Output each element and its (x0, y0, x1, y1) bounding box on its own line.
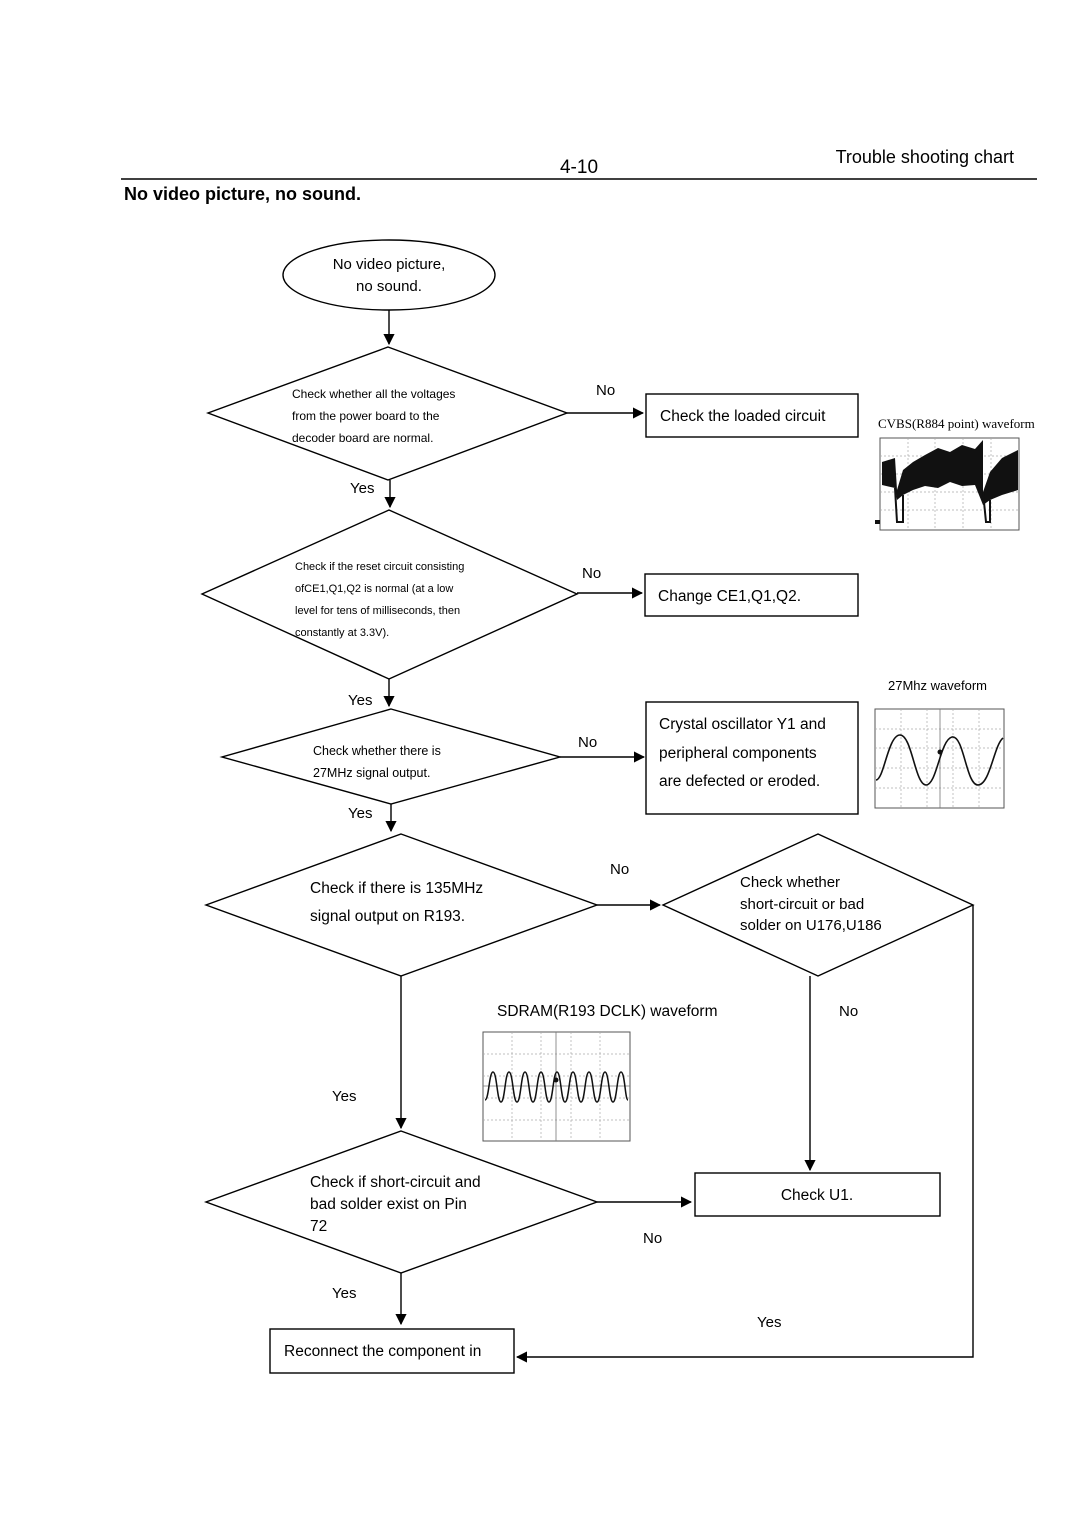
decision-reset-circuit-line3: level for tens of milliseconds, then (295, 605, 460, 617)
action-change-components (644, 573, 859, 617)
decision-pin72-line1: Check if short-circuit and (310, 1174, 481, 1191)
start-node-line1: No video picture, (333, 256, 446, 273)
decision-voltages-line1: Check whether all the voltages (292, 387, 455, 401)
label-d2-yes: Yes (348, 692, 372, 709)
action-reconnect-component-text: Reconnect the component in (284, 1343, 481, 1360)
action-crystal-oscillator-line2: peripheral components (659, 745, 817, 762)
arrow-d5-yes (515, 905, 974, 1363)
sdram-waveform-image (482, 1031, 631, 1142)
decision-135mhz (203, 833, 600, 977)
label-d4-yes: Yes (332, 1088, 356, 1105)
label-d1-yes: Yes (350, 480, 374, 497)
decision-reset-circuit-line4: constantly at 3.3V). (295, 627, 389, 639)
decision-135mhz-line2: signal output on R193. (310, 908, 465, 925)
decision-pin72-line3: 72 (310, 1218, 327, 1235)
cvbs-waveform-caption: CVBS(R884 point) waveform (878, 416, 1035, 431)
action-check-u1-text: Check U1. (781, 1187, 853, 1204)
chart-title: Trouble shooting chart (836, 147, 1014, 167)
label-d4-no: No (610, 861, 629, 878)
label-d6-yes: Yes (332, 1285, 356, 1302)
cvbs-waveform-image (875, 437, 1020, 531)
decision-reset-circuit-line1: Check if the reset circuit consisting (295, 561, 464, 573)
decision-pin72-line2: bad solder exist on Pin (310, 1196, 467, 1213)
page-number: 4-10 (560, 157, 598, 178)
label-d6-no: No (643, 1230, 662, 1247)
label-d3-no: No (578, 734, 597, 751)
decision-27mhz-line1: Check whether there is (313, 744, 441, 758)
start-node-line2: no sound. (356, 278, 422, 295)
label-d3-yes: Yes (348, 805, 372, 822)
decision-voltages-line2: from the power board to the (292, 409, 440, 423)
decision-reset-circuit-line2: ofCE1,Q1,Q2 is normal (at a low (295, 583, 453, 595)
decision-27mhz-line2: 27MHz signal output. (313, 766, 430, 780)
decision-short-circuit-u176 (661, 833, 975, 977)
start-node (282, 239, 496, 311)
action-crystal-oscillator-line1: Crystal oscillator Y1 and (659, 716, 826, 733)
label-d5-yes: Yes (757, 1314, 781, 1331)
decision-135mhz-line1: Check if there is 135MHz (310, 880, 483, 897)
decision-short-circuit-u176-line2: short-circuit or bad (740, 896, 864, 913)
action-reconnect-component (269, 1328, 515, 1374)
label-d5-no: No (839, 1003, 858, 1020)
section-title: No video picture, no sound. (124, 184, 361, 204)
mhz27-waveform-image (874, 708, 1005, 809)
sdram-waveform-caption: SDRAM(R193 DCLK) waveform (497, 1003, 718, 1020)
label-d2-no: No (582, 565, 601, 582)
action-change-components-text: Change CE1,Q1,Q2. (658, 588, 801, 605)
mhz27-waveform-caption: 27Mhz waveform (888, 678, 987, 693)
action-check-u1 (694, 1172, 941, 1217)
decision-short-circuit-u176-line1: Check whether (740, 874, 840, 891)
action-crystal-oscillator (645, 701, 859, 815)
decision-voltages (205, 346, 570, 481)
decision-short-circuit-u176-line3: solder on U176,U186 (740, 917, 882, 934)
label-d1-no: No (596, 382, 615, 399)
decision-voltages-line3: decoder board are normal. (292, 431, 433, 445)
action-crystal-oscillator-line3: are defected or eroded. (659, 773, 820, 790)
action-check-loaded-circuit (645, 393, 859, 438)
action-check-loaded-circuit-text: Check the loaded circuit (660, 408, 826, 425)
